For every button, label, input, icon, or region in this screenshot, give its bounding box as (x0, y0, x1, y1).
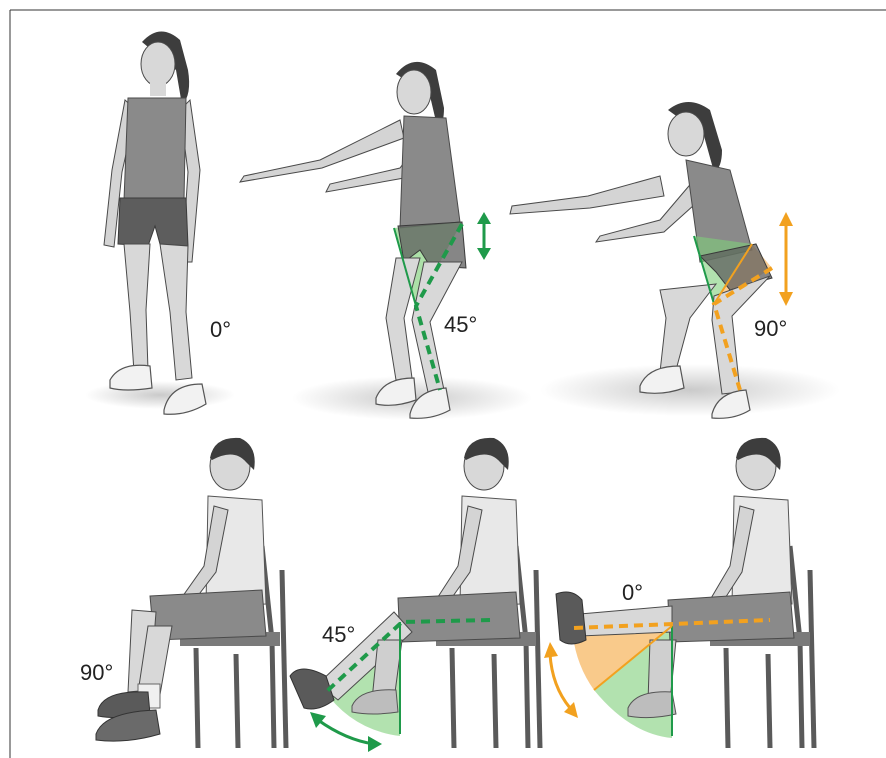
angle-label: 45° (322, 622, 355, 647)
angle-label: 90° (80, 660, 113, 685)
right-leg (160, 244, 192, 380)
angle-label: 90° (754, 316, 787, 341)
panel-squat-standing: 0° (85, 31, 235, 414)
panel-squat-deep: 90° (510, 102, 840, 418)
shorts (668, 592, 794, 642)
curved-double-arrow-icon (544, 642, 578, 718)
neck (150, 82, 166, 96)
panel-seated-bent: 90° (80, 438, 286, 748)
shorts (118, 198, 188, 246)
head (668, 112, 704, 156)
shoe (556, 592, 586, 644)
head (397, 70, 431, 114)
arm-back (510, 176, 664, 214)
tank-top (400, 116, 460, 228)
leg-back (660, 284, 716, 372)
panel-seated-extended: 0° (544, 438, 814, 748)
head (141, 42, 175, 86)
shin (580, 606, 672, 636)
shorts (398, 592, 520, 642)
vertical-double-arrow-icon (779, 212, 793, 306)
panel-seated-half: 45° (290, 438, 540, 752)
vertical-double-arrow-icon (477, 212, 491, 260)
panel-squat-half: 45° (240, 62, 532, 420)
floor-shadow (85, 381, 235, 409)
tank-top (124, 98, 186, 200)
angle-label: 0° (622, 580, 643, 605)
left-shoe (110, 365, 152, 390)
angle-label: 45° (444, 312, 477, 337)
angle-label: 0° (210, 317, 231, 342)
left-leg (124, 244, 150, 372)
floor-shadow (540, 364, 840, 416)
